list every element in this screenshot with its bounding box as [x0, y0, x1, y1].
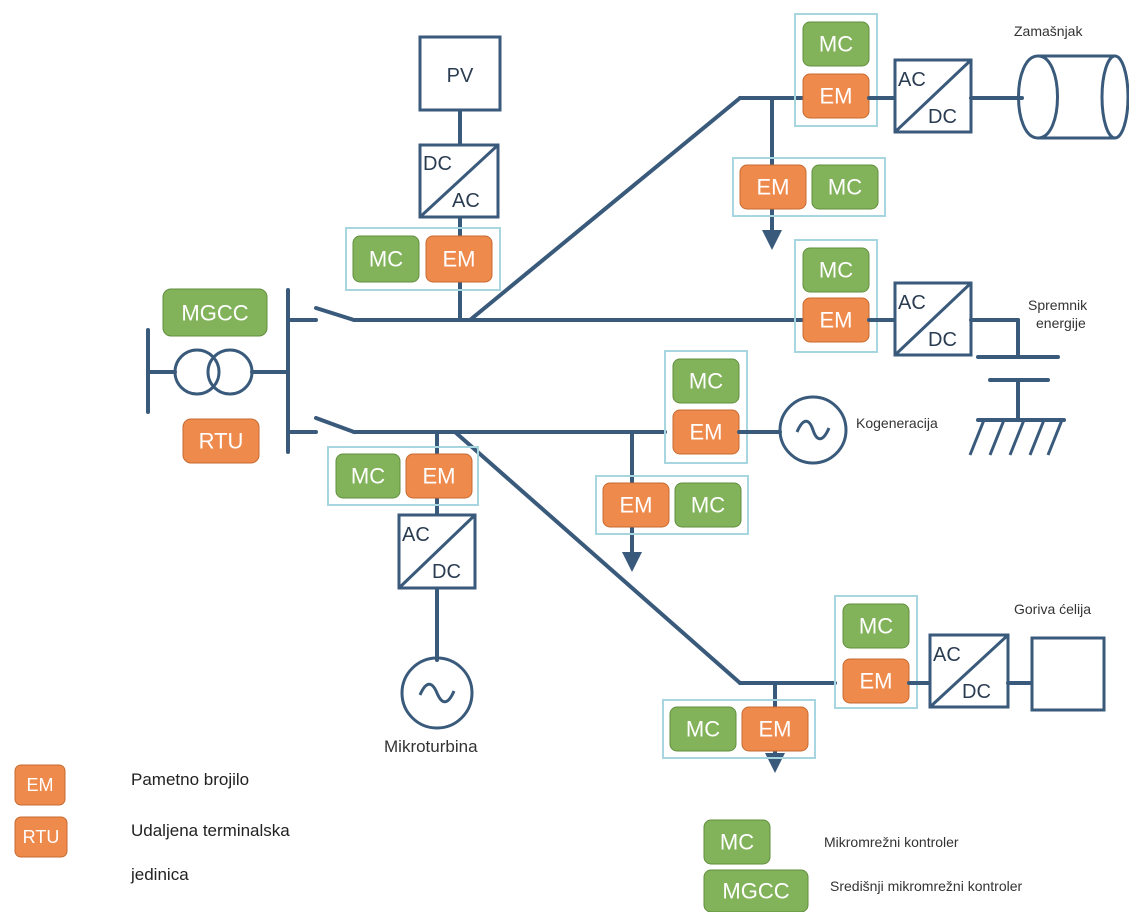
svg-text:MC: MC — [689, 369, 723, 394]
fuelcell-label: Goriva ćelija — [1014, 601, 1091, 617]
flywheel-controller-group: MC EM — [794, 13, 878, 127]
cogeneration-load-controller-group: EM MC — [595, 475, 749, 535]
cogeneration-generator-icon — [778, 395, 848, 465]
microturbine-converter: AC DC — [397, 513, 477, 590]
svg-text:MC: MC — [369, 247, 403, 272]
svg-text:EM: EM — [860, 669, 893, 694]
svg-text:AC: AC — [898, 69, 926, 91]
flywheel-load-mc-tag[interactable]: MC — [811, 164, 879, 210]
flywheel-load-em-tag[interactable]: EM — [739, 164, 807, 210]
svg-text:EM: EM — [820, 84, 853, 109]
cogeneration-load-mc-tag[interactable]: MC — [674, 482, 742, 528]
legend-em-tag: EM — [14, 764, 66, 806]
fuelcell-em-tag[interactable]: EM — [842, 658, 910, 704]
svg-text:PV: PV — [447, 65, 474, 87]
fuelcell-converter: AC DC — [928, 633, 1010, 709]
storage-controller-group: MC EM — [794, 239, 878, 353]
switch-upper[interactable] — [314, 306, 356, 322]
fuel-cell-block — [1030, 636, 1106, 712]
legend-em-description: Pametno brojilo — [131, 770, 249, 789]
storage-mc-tag[interactable]: MC — [802, 247, 870, 293]
svg-text:MC: MC — [819, 32, 853, 57]
pv-em-tag[interactable]: EM — [425, 235, 493, 283]
svg-text:MC: MC — [859, 614, 893, 639]
cogeneration-controller-group: MC EM — [664, 350, 748, 464]
svg-text:AC: AC — [402, 524, 430, 546]
fuelcell-controller-group: MC EM — [834, 595, 918, 709]
svg-text:AC: AC — [933, 644, 961, 666]
svg-text:DC: DC — [962, 681, 991, 703]
diagonal-flywheel-branch — [468, 96, 742, 322]
svg-text:EM: EM — [759, 717, 792, 742]
microturbine-generator-icon — [400, 656, 474, 730]
svg-text:DC: DC — [432, 561, 461, 583]
legend-mc-tag: MC — [703, 819, 771, 865]
flywheel-load-controller-group: EM MC — [732, 157, 886, 217]
diagonal-fuelcell-branch — [453, 430, 742, 685]
svg-text:AC: AC — [898, 292, 926, 314]
svg-text:MGCC: MGCC — [722, 879, 789, 904]
svg-text:RTU: RTU — [199, 429, 244, 454]
svg-text:MC: MC — [686, 717, 720, 742]
microturbine-controller-group: MC EM — [327, 446, 479, 506]
storage-label-line2: energije — [1036, 315, 1086, 331]
fuelcell-load-em-tag[interactable]: EM — [741, 706, 809, 752]
svg-text:MGCC: MGCC — [181, 301, 248, 326]
switch-lower[interactable] — [314, 416, 356, 434]
legend-rtu-tag: RTU — [14, 816, 68, 858]
cogeneration-label: Kogeneracija — [856, 415, 938, 431]
svg-text:EM: EM — [620, 493, 653, 518]
svg-text:EM: EM — [757, 175, 790, 200]
flywheel-icon — [1017, 54, 1129, 140]
svg-text:EM: EM — [27, 775, 54, 795]
svg-text:EM: EM — [423, 464, 456, 489]
svg-text:AC: AC — [452, 190, 480, 212]
svg-text:RTU: RTU — [23, 827, 60, 847]
legend: EM Pametno brojilo RTU Udaljena terminal… — [14, 764, 1023, 912]
svg-text:MC: MC — [720, 830, 754, 855]
rtu-tag[interactable]: RTU — [182, 418, 260, 464]
legend-mc-description: Mikromrežni kontroler — [824, 834, 959, 850]
storage-converter: AC DC — [893, 281, 973, 357]
fuelcell-load-controller-group: MC EM — [662, 699, 816, 759]
cogeneration-load-em-tag[interactable]: EM — [602, 482, 670, 528]
microturbine-mc-tag[interactable]: MC — [335, 453, 401, 499]
svg-text:EM: EM — [443, 247, 476, 272]
svg-text:EM: EM — [690, 420, 723, 445]
svg-text:MC: MC — [828, 175, 862, 200]
pv-controller-group: MC EM — [345, 227, 501, 291]
legend-rtu-description-line2: jedinica — [130, 865, 189, 884]
flywheel-label: Zamašnjak — [1014, 23, 1083, 39]
flywheel-em-tag[interactable]: EM — [802, 73, 870, 119]
legend-mgcc-description: Središnji mikromrežni kontroler — [830, 878, 1023, 894]
svg-text:MC: MC — [819, 258, 853, 283]
flywheel-mc-tag[interactable]: MC — [802, 21, 870, 67]
fuelcell-mc-tag[interactable]: MC — [842, 603, 910, 649]
microturbine-label: Mikroturbina — [384, 737, 478, 756]
pv-panel: PV — [418, 35, 502, 112]
legend-mgcc-tag: MGCC — [703, 869, 809, 912]
pv-inverter: DC AC — [418, 143, 500, 219]
mgcc-tag[interactable]: MGCC — [162, 288, 268, 337]
flywheel-converter: AC DC — [893, 58, 973, 134]
storage-label-line1: Spremnik — [1028, 297, 1088, 313]
svg-text:MC: MC — [691, 493, 725, 518]
storage-em-tag[interactable]: EM — [802, 297, 870, 343]
svg-text:MC: MC — [351, 464, 385, 489]
svg-text:DC: DC — [423, 153, 452, 175]
battery-ground-icon — [968, 355, 1066, 456]
fuelcell-load-mc-tag[interactable]: MC — [669, 706, 737, 752]
cogeneration-mc-tag[interactable]: MC — [672, 358, 740, 404]
microturbine-em-tag[interactable]: EM — [405, 453, 473, 499]
pv-mc-tag[interactable]: MC — [352, 235, 420, 283]
grid-connection — [146, 288, 356, 454]
legend-rtu-description-line1: Udaljena terminalska — [131, 821, 290, 840]
svg-text:EM: EM — [820, 308, 853, 333]
svg-text:DC: DC — [928, 329, 957, 351]
cogeneration-em-tag[interactable]: EM — [672, 409, 740, 455]
svg-text:DC: DC — [928, 106, 957, 128]
transformer-icon — [173, 348, 254, 396]
